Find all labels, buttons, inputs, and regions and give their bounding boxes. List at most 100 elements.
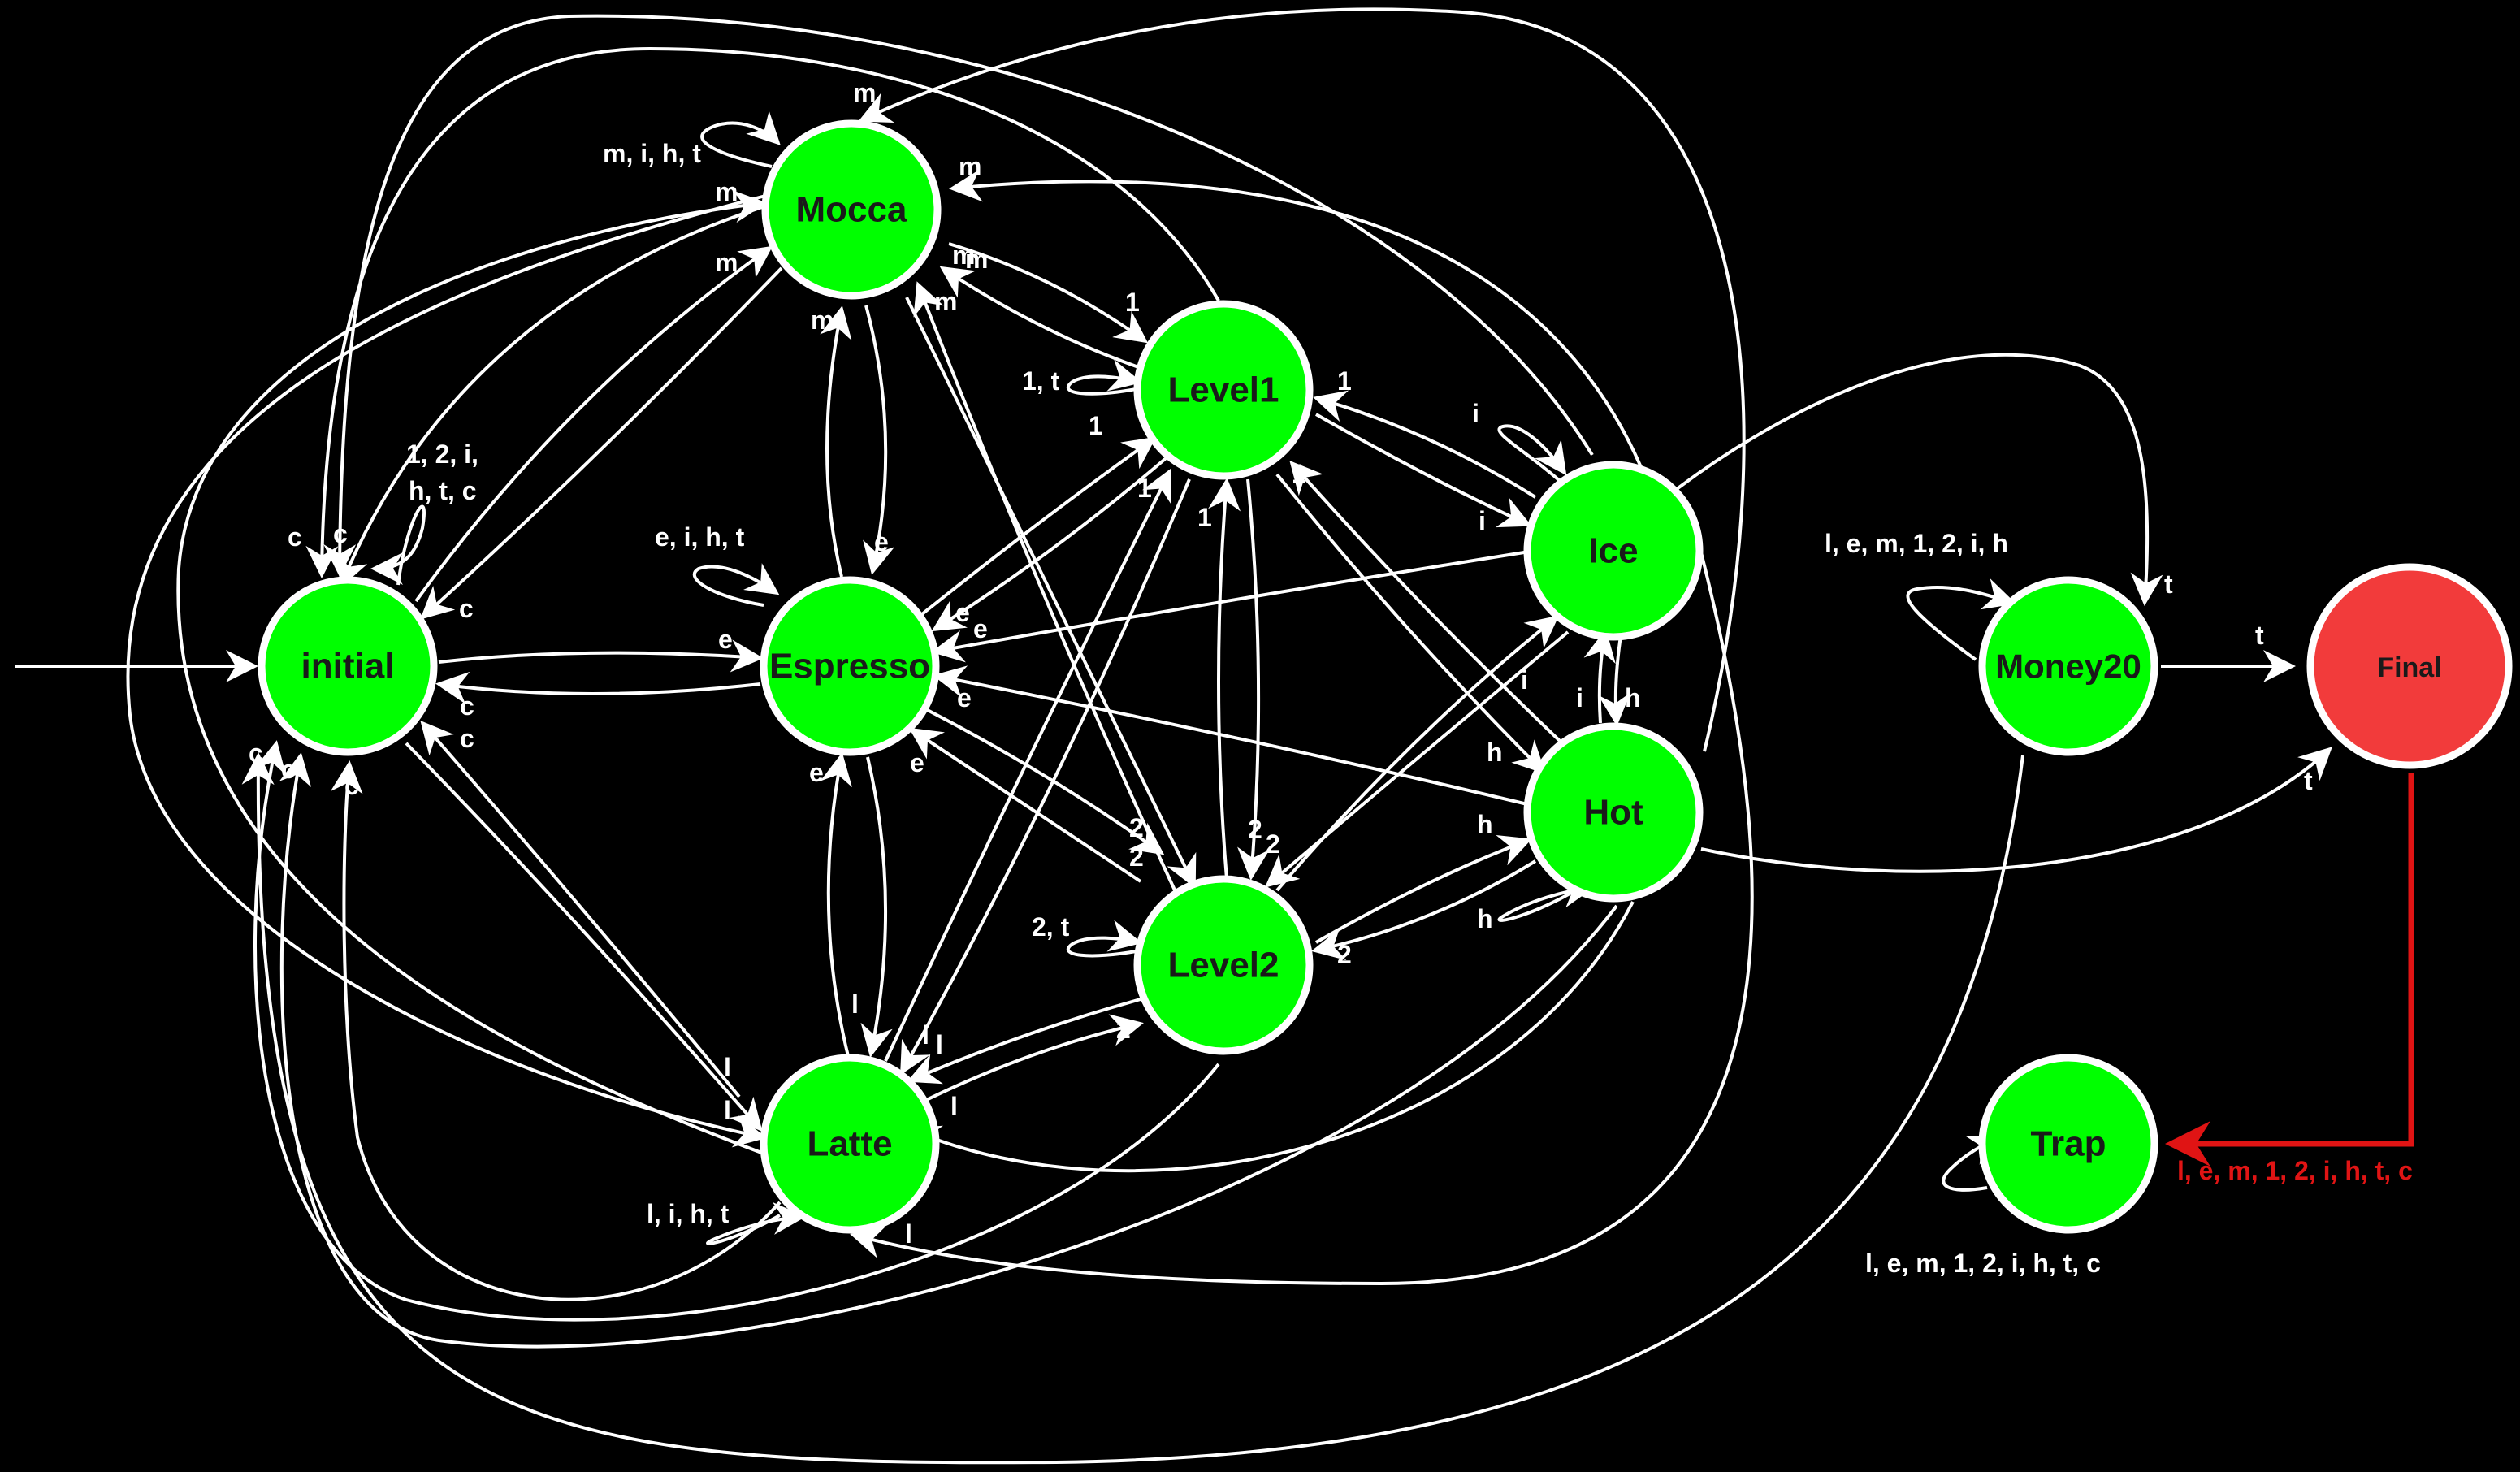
edge-label: h bbox=[1487, 738, 1503, 767]
state-final[interactable]: Final bbox=[2306, 563, 2513, 769]
edge-label: e bbox=[718, 625, 733, 654]
edge-ice-initial-outer bbox=[323, 14, 1594, 577]
edge-level2-initial-bottom bbox=[253, 740, 1220, 1322]
edge-label: 1 bbox=[1197, 503, 1212, 532]
edge-hot-level2 bbox=[1311, 859, 1537, 961]
edge-label: m bbox=[811, 305, 834, 335]
edge-label: i bbox=[1479, 506, 1486, 535]
edge-latte-espresso bbox=[820, 752, 852, 1057]
edge-mocca-latte-left bbox=[126, 193, 769, 1148]
edge-level2-latte bbox=[907, 998, 1141, 1085]
edge-label: e bbox=[973, 614, 988, 643]
edge-label: c bbox=[344, 771, 359, 800]
edge-label: 2 bbox=[1248, 815, 1262, 844]
state-label: Trap bbox=[2031, 1124, 2106, 1164]
state-money20[interactable]: Money20 bbox=[1978, 576, 2158, 756]
edge-label: l, i, h, t bbox=[647, 1199, 730, 1228]
edge-label: h, t, c bbox=[409, 476, 477, 505]
edge-money20-self bbox=[1906, 578, 2016, 661]
state-label: Mocca bbox=[796, 190, 907, 230]
edge-hot-espresso bbox=[933, 665, 1528, 806]
edge-label: c bbox=[460, 724, 474, 753]
edge-hot-ice bbox=[1583, 629, 1616, 724]
edge-level1-level2 bbox=[1237, 478, 1270, 881]
edge-latte-level1 bbox=[884, 468, 1171, 1062]
edge-level2-level1 bbox=[1208, 478, 1241, 880]
edge-label: l bbox=[724, 1096, 731, 1125]
edge-label: i bbox=[1521, 665, 1528, 695]
edge-ice-level2 bbox=[1264, 630, 1570, 888]
edge-label: m bbox=[853, 78, 876, 107]
edge-label: l, e, m, 1, 2, i, h, t, c bbox=[1865, 1249, 2101, 1278]
state-level1[interactable]: Level1 bbox=[1133, 300, 1314, 480]
edges bbox=[15, 7, 2414, 1465]
edge-ice-mocca bbox=[949, 169, 1643, 468]
state-level2[interactable]: Level2 bbox=[1133, 875, 1314, 1055]
edge-label: c bbox=[459, 594, 474, 623]
edge-label: 1 bbox=[1137, 474, 1152, 503]
edge-latte-initial bbox=[420, 720, 741, 1098]
state-mocca[interactable]: Mocca bbox=[761, 119, 942, 300]
edge-label: e bbox=[957, 683, 972, 712]
edge-ice-latte bbox=[850, 552, 1754, 1286]
edge-latte-self bbox=[706, 1201, 806, 1245]
state-label: Money20 bbox=[1995, 647, 2141, 686]
edge-label: m bbox=[965, 245, 988, 274]
edge-label: m, i, h, t bbox=[603, 139, 701, 168]
edge-label: m bbox=[952, 240, 975, 270]
edge-label: l bbox=[905, 1219, 912, 1249]
edge-label: c bbox=[281, 755, 296, 784]
state-ice[interactable]: Ice bbox=[1523, 461, 1704, 641]
edge-money20-initial-bottom bbox=[241, 752, 2024, 1465]
edge-level2-self bbox=[1066, 920, 1142, 958]
edge-mocca-self bbox=[700, 110, 781, 168]
edge-label: t bbox=[2164, 569, 2173, 599]
edge-label: e bbox=[955, 598, 970, 627]
edge-level2-espresso bbox=[908, 727, 1142, 883]
edge-hot-final bbox=[1700, 747, 2332, 873]
edge-label: 1, t bbox=[1022, 366, 1060, 396]
edge-label: 1 bbox=[1089, 411, 1103, 440]
edge-mocca-initial bbox=[420, 266, 783, 620]
edge-hot-self bbox=[1497, 875, 1596, 922]
edge-label: l bbox=[851, 989, 859, 1019]
edge-mocca-espresso bbox=[863, 305, 895, 575]
state-espresso[interactable]: Espresso bbox=[760, 576, 940, 756]
state-label: Espresso bbox=[769, 647, 930, 686]
edge-label: 1 bbox=[1292, 459, 1306, 488]
edge-label: m bbox=[959, 152, 981, 181]
edge-ice-hot bbox=[1598, 630, 1631, 726]
edge-mocca-level2 bbox=[905, 297, 1197, 889]
edge-label: l bbox=[922, 1020, 929, 1050]
edge-label: h bbox=[1477, 810, 1493, 839]
state-label: Ice bbox=[1588, 531, 1638, 571]
edge-label: 2, t bbox=[1032, 912, 1070, 942]
states: initial Mocca Espresso Latte Level1 Leve… bbox=[258, 119, 2513, 1234]
edge-initial-mocca bbox=[414, 245, 773, 603]
edge-label: t bbox=[2255, 621, 2264, 650]
edge-mocca-level1 bbox=[948, 242, 1149, 344]
edge-label: h bbox=[1477, 904, 1493, 933]
state-label: Latte bbox=[807, 1124, 892, 1164]
edge-hot-level1 bbox=[1289, 461, 1561, 742]
edge-espresso-initial bbox=[435, 671, 761, 704]
state-label: Level2 bbox=[1168, 946, 1279, 985]
state-hot[interactable]: Hot bbox=[1523, 722, 1704, 903]
edge-hot-initial-bottom bbox=[279, 752, 1618, 1349]
state-trap[interactable]: Trap bbox=[1978, 1054, 2158, 1234]
state-latte[interactable]: Latte bbox=[760, 1054, 940, 1234]
edge-espresso-level2 bbox=[917, 704, 1165, 855]
edge-label: t bbox=[2304, 766, 2313, 795]
edge-latte-initial-left bbox=[176, 190, 767, 1155]
edge-label: m bbox=[715, 248, 738, 277]
state-label: initial bbox=[301, 647, 395, 686]
edge-label: c bbox=[460, 691, 474, 721]
edge-label: 2 bbox=[1129, 842, 1144, 872]
state-label: Final bbox=[2377, 652, 2441, 683]
edge-espresso-latte bbox=[860, 756, 893, 1058]
edge-labels: m m, i, h, t m m m m m m m 1 1, t 1 1 1 … bbox=[249, 78, 2413, 1278]
edge-level1-latte bbox=[900, 478, 1191, 1076]
edge-ice-espresso bbox=[931, 551, 1525, 663]
edge-initial-mocca-outer bbox=[337, 206, 763, 588]
state-initial[interactable]: initial bbox=[258, 576, 438, 756]
